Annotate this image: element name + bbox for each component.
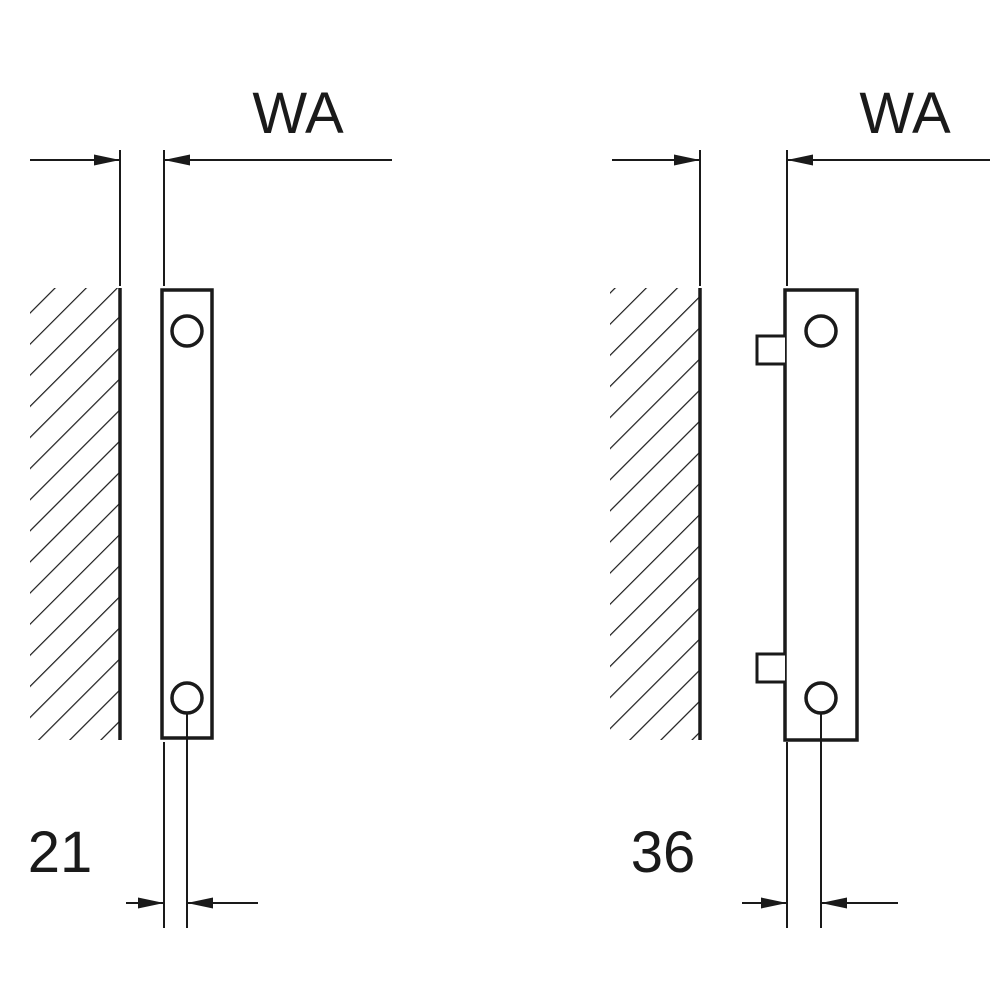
wall-hatching xyxy=(30,288,120,740)
wall-hatching xyxy=(610,288,700,740)
arrowhead-left-icon xyxy=(187,897,213,909)
figure-right: WA 36 xyxy=(610,81,990,928)
arrowhead-left-icon xyxy=(821,897,847,909)
arrowhead-right-icon xyxy=(94,154,120,166)
arrowhead-left-icon xyxy=(164,154,190,166)
figure-left: WA 21 xyxy=(28,81,392,928)
pipe-offset-dimension: 36 xyxy=(631,713,898,928)
dimension-value-label: 36 xyxy=(631,820,696,885)
mounting-tab-top xyxy=(755,334,785,366)
wa-dimension: WA xyxy=(30,81,392,286)
pipe-offset-dimension: 21 xyxy=(28,713,258,928)
pipe-connection-bottom xyxy=(804,681,838,715)
mounting-tab-bottom xyxy=(755,652,785,684)
wa-label: WA xyxy=(859,81,951,146)
pipe-connection-top xyxy=(804,314,838,348)
pipe-connection-top xyxy=(170,314,204,348)
arrowhead-right-icon xyxy=(674,154,700,166)
arrowhead-left-icon xyxy=(787,154,813,166)
arrowhead-right-icon xyxy=(761,897,787,909)
radiator-profile xyxy=(160,288,214,740)
wa-dimension: WA xyxy=(612,81,990,286)
pipe-connection-bottom xyxy=(170,681,204,715)
radiator-profile xyxy=(783,288,859,742)
dimension-value-label: 21 xyxy=(28,820,93,885)
wa-label: WA xyxy=(252,81,344,146)
arrowhead-right-icon xyxy=(138,897,164,909)
